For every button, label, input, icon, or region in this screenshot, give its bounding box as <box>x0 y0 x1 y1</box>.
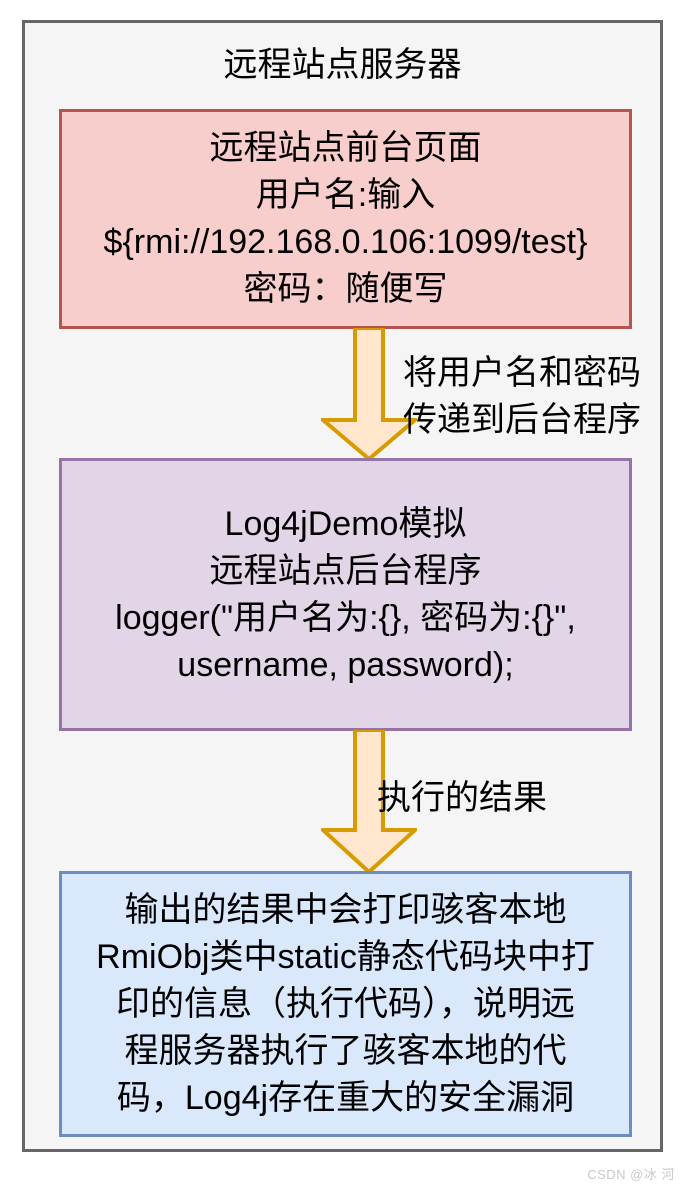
node-execution-result: 输出的结果中会打印骇客本地 RmiObj类中static静态代码块中打 印的信息… <box>59 871 632 1137</box>
remote-server-container: 远程站点服务器 远程站点前台页面 用户名:输入 ${rmi://192.168.… <box>22 20 663 1152</box>
node-frontend-page: 远程站点前台页面 用户名:输入 ${rmi://192.168.0.106:10… <box>59 109 632 329</box>
node-backend-program-label: Log4jDemo模拟 远程站点后台程序 logger("用户名为:{}, 密码… <box>115 504 576 684</box>
node-frontend-page-label: 远程站点前台页面 用户名:输入 ${rmi://192.168.0.106:10… <box>103 129 588 308</box>
node-backend-program: Log4jDemo模拟 远程站点后台程序 logger("用户名为:{}, 密码… <box>59 458 632 731</box>
arrow-down-icon-frontend-to-backend <box>321 328 417 461</box>
edge-label-backend-to-result: 执行的结果 <box>377 779 547 817</box>
diagram-title: 远程站点服务器 <box>223 46 462 84</box>
arrow-down-icon-backend-to-result <box>321 730 417 874</box>
node-execution-result-label: 输出的结果中会打印骇客本地 RmiObj类中static静态代码块中打 印的信息… <box>96 890 595 1117</box>
watermark-text: CSDN @冰 河 <box>587 1167 675 1182</box>
edge-label-frontend-to-backend: 将用户名和密码 传递到后台程序 <box>403 354 641 439</box>
